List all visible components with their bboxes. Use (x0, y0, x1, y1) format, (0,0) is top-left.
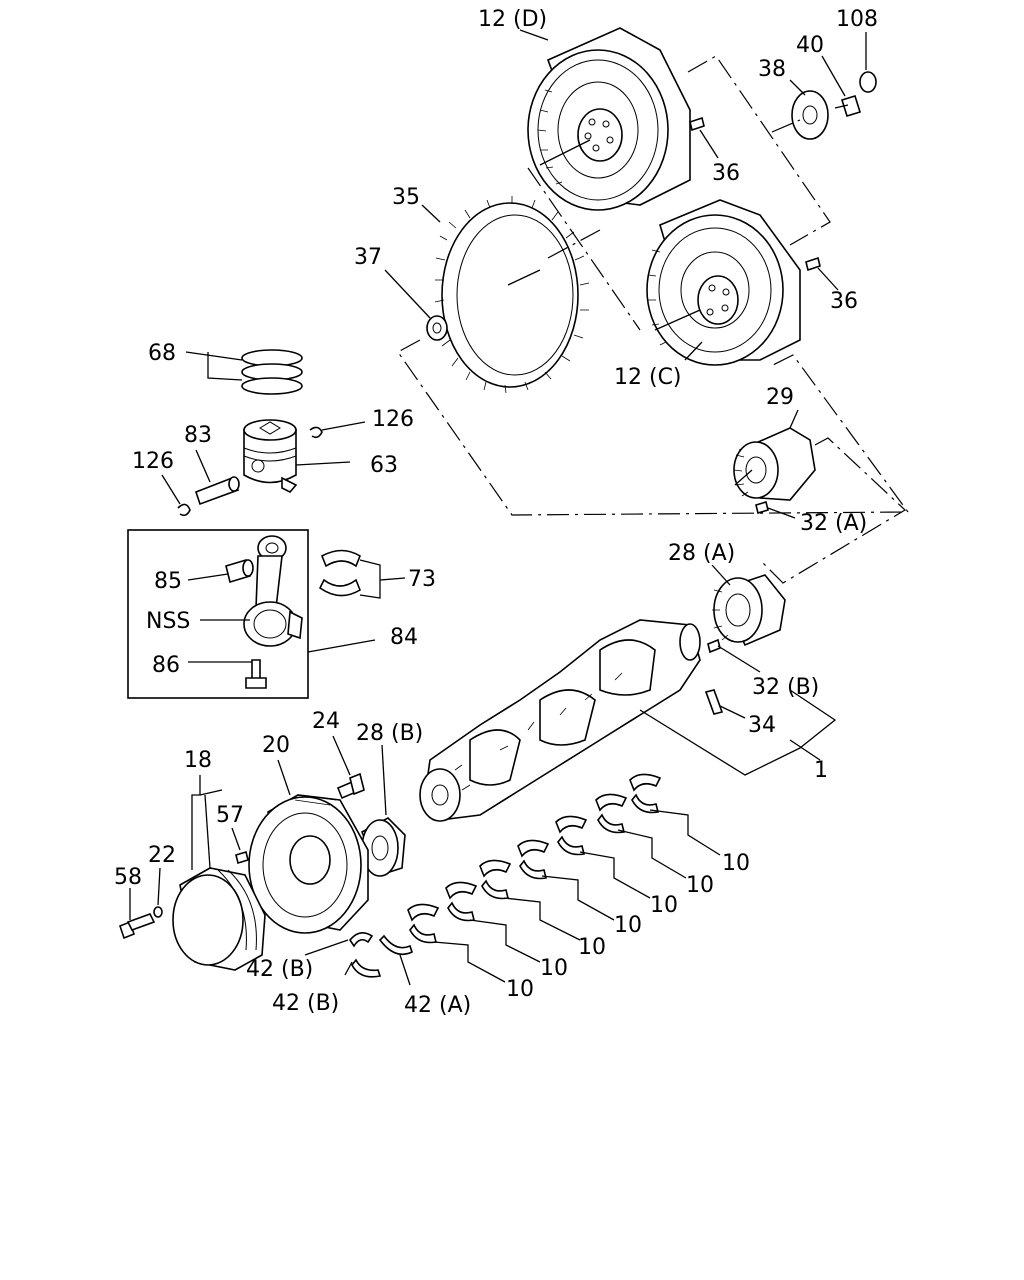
crank-pulley-20 (248, 794, 369, 934)
label-18: 18 (184, 748, 212, 773)
label-83: 83 (184, 423, 212, 448)
label-42b1: 42 (B) (246, 957, 313, 982)
dowel-36b (805, 256, 821, 272)
label-32a: 32 (A) (800, 511, 867, 536)
thrust-washer-42b (349, 932, 374, 948)
snap-ring-108 (859, 71, 877, 93)
connecting-rod-box-84 (127, 529, 309, 699)
label-10c: 10 (650, 893, 678, 918)
flywheel-12d (527, 27, 691, 211)
washer-22 (153, 906, 163, 918)
label-36b: 36 (830, 289, 858, 314)
label-22: 22 (148, 843, 176, 868)
label-63: 63 (370, 453, 398, 478)
label-40: 40 (796, 33, 824, 58)
label-126b: 126 (132, 449, 174, 474)
label-10f: 10 (540, 956, 568, 981)
label-37: 37 (354, 245, 382, 270)
label-36a: 36 (712, 161, 740, 186)
main-bearing-shells-10 (407, 773, 662, 944)
label-42b2: 42 (B) (272, 991, 339, 1016)
label-86: 86 (152, 653, 180, 678)
bolt-24 (336, 772, 365, 800)
piston-rings-68 (241, 349, 303, 395)
thrust-washer-42b-2 (351, 958, 382, 978)
label-10g: 10 (506, 977, 534, 1002)
label-10b: 10 (686, 873, 714, 898)
label-57: 57 (216, 803, 244, 828)
label-38: 38 (758, 57, 786, 82)
snap-ring-126b (177, 503, 191, 517)
damper-18 (172, 867, 266, 971)
label-58: 58 (114, 865, 142, 890)
label-10d: 10 (614, 913, 642, 938)
label-85: 85 (154, 569, 182, 594)
label-84: 84 (390, 625, 418, 650)
label-nss: NSS (146, 609, 190, 634)
plate-38 (791, 90, 829, 140)
label-20: 20 (262, 733, 290, 758)
label-10a: 10 (722, 851, 750, 876)
label-32b: 32 (B) (752, 675, 819, 700)
piston-pin-83 (195, 476, 240, 506)
label-35: 35 (392, 185, 420, 210)
label-34: 34 (748, 713, 776, 738)
label-1: 1 (814, 758, 828, 783)
dowel-36a (689, 116, 705, 132)
label-28b: 28 (B) (356, 721, 423, 746)
thrust-washer-42a (378, 934, 413, 956)
label-12d: 12 (D) (478, 7, 547, 32)
gear-29 (733, 427, 816, 501)
bolt-40 (834, 95, 862, 117)
piston-63 (243, 419, 298, 493)
label-29: 29 (766, 385, 794, 410)
label-68: 68 (148, 341, 176, 366)
label-73: 73 (408, 567, 436, 592)
gear-28a (712, 574, 786, 647)
bolt-86 (245, 659, 267, 689)
snap-ring-126a (309, 426, 323, 439)
pilot-bearing-37 (426, 315, 448, 341)
flywheel-12c (646, 199, 801, 366)
connecting-rod (243, 535, 303, 647)
label-12c: 12 (C) (614, 365, 682, 390)
label-24: 24 (312, 709, 340, 734)
crankshaft-1 (419, 619, 701, 822)
gear-28b (360, 817, 406, 877)
label-10e: 10 (578, 935, 606, 960)
label-28a: 28 (A) (668, 541, 735, 566)
rod-bearing-73 (318, 549, 361, 597)
bolt-58 (119, 913, 156, 940)
label-42a: 42 (A) (404, 993, 471, 1018)
ring-gear-35 (434, 196, 590, 394)
bushing-85 (225, 558, 254, 584)
label-126a: 126 (372, 407, 414, 432)
label-108: 108 (836, 7, 878, 32)
